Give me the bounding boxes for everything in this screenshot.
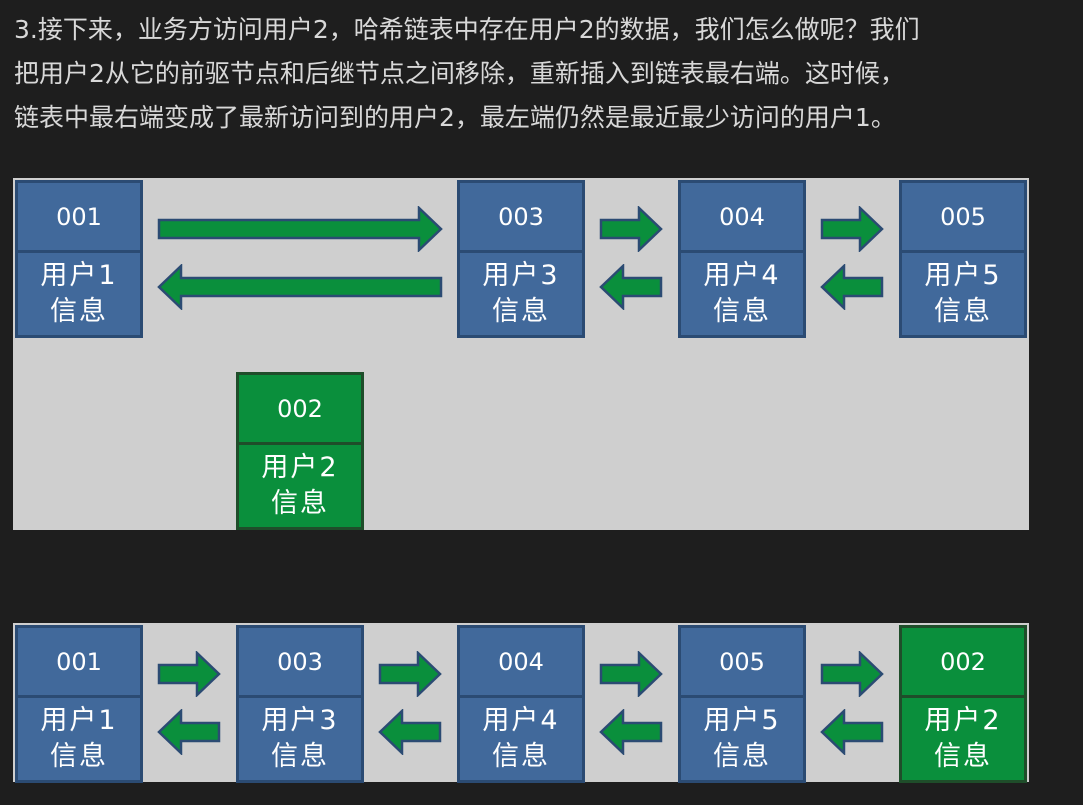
linked-list-diagram-before: 001 用户1 信息 003 用户3 信息 004 用户4 信息 005 用户5… <box>13 178 1029 530</box>
right-arrow-icon <box>157 651 221 697</box>
node-info-label: 信息 <box>271 741 329 772</box>
node-user-name: 用户3 <box>482 260 560 291</box>
node-user-name: 用户3 <box>261 705 339 736</box>
node-004: 004 用户4 信息 <box>678 180 806 338</box>
node-info: 用户5 信息 <box>681 698 803 780</box>
node-info-label: 信息 <box>713 741 771 772</box>
node-003: 003 用户3 信息 <box>236 625 364 783</box>
node-id: 004 <box>681 183 803 253</box>
left-arrow-icon <box>157 709 221 755</box>
node-info-label: 信息 <box>492 296 550 327</box>
node-id: 001 <box>18 628 140 698</box>
node-id: 003 <box>239 628 361 698</box>
node-user-name: 用户2 <box>924 705 1002 736</box>
node-info: 用户4 信息 <box>460 698 582 780</box>
right-arrow-icon <box>820 651 884 697</box>
node-info: 用户2 信息 <box>902 698 1024 780</box>
left-arrow-icon <box>378 709 442 755</box>
node-id: 002 <box>902 628 1024 698</box>
node-info-label: 信息 <box>934 296 992 327</box>
node-005: 005 用户5 信息 <box>678 625 806 783</box>
node-info: 用户1 信息 <box>18 698 140 780</box>
node-info-label: 信息 <box>271 488 329 519</box>
node-005: 005 用户5 信息 <box>899 180 1027 338</box>
node-info-label: 信息 <box>492 741 550 772</box>
node-id: 001 <box>18 183 140 253</box>
node-001: 001 用户1 信息 <box>15 180 143 338</box>
node-info: 用户5 信息 <box>902 253 1024 335</box>
node-id: 003 <box>460 183 582 253</box>
paragraph-line-3: 链表中最右端变成了最新访问到的用户2，最左端仍然是最近最少访问的用户1。 <box>14 103 896 132</box>
description-paragraph: 3.接下来，业务方访问用户2，哈希链表中存在用户2的数据，我们怎么做呢？我们 把… <box>14 8 1064 140</box>
left-arrow-icon <box>599 264 663 310</box>
node-user-name: 用户1 <box>40 260 118 291</box>
node-id: 002 <box>239 375 361 445</box>
node-info-label: 信息 <box>50 296 108 327</box>
left-arrow-icon <box>599 709 663 755</box>
node-user-name: 用户2 <box>261 452 339 483</box>
node-user-name: 用户1 <box>40 705 118 736</box>
node-user-name: 用户4 <box>703 260 781 291</box>
node-id: 005 <box>681 628 803 698</box>
node-user-name: 用户4 <box>482 705 560 736</box>
node-info-label: 信息 <box>50 741 108 772</box>
node-002-detached: 002 用户2 信息 <box>236 372 364 530</box>
node-info: 用户3 信息 <box>239 698 361 780</box>
node-001: 001 用户1 信息 <box>15 625 143 783</box>
node-info: 用户4 信息 <box>681 253 803 335</box>
node-user-name: 用户5 <box>703 705 781 736</box>
right-arrow-icon <box>820 206 884 252</box>
left-arrow-icon <box>820 264 884 310</box>
right-arrow-icon <box>378 651 442 697</box>
node-info: 用户3 信息 <box>460 253 582 335</box>
node-002: 002 用户2 信息 <box>899 625 1027 783</box>
node-info-label: 信息 <box>713 296 771 327</box>
linked-list-diagram-after: 001 用户1 信息 003 用户3 信息 004 用户4 信息 005 用户5… <box>13 623 1029 783</box>
node-004: 004 用户4 信息 <box>457 625 585 783</box>
node-info-label: 信息 <box>934 741 992 772</box>
node-user-name: 用户5 <box>924 260 1002 291</box>
paragraph-line-1: 3.接下来，业务方访问用户2，哈希链表中存在用户2的数据，我们怎么做呢？我们 <box>14 15 920 44</box>
paragraph-line-2: 把用户2从它的前驱节点和后继节点之间移除，重新插入到链表最右端。这时候， <box>14 59 905 88</box>
node-info: 用户2 信息 <box>239 445 361 527</box>
right-arrow-icon <box>599 206 663 252</box>
right-arrow-icon <box>599 651 663 697</box>
node-003: 003 用户3 信息 <box>457 180 585 338</box>
left-arrow-icon <box>157 264 443 310</box>
right-arrow-icon <box>157 206 443 252</box>
node-id: 004 <box>460 628 582 698</box>
node-info: 用户1 信息 <box>18 253 140 335</box>
node-id: 005 <box>902 183 1024 253</box>
left-arrow-icon <box>820 709 884 755</box>
